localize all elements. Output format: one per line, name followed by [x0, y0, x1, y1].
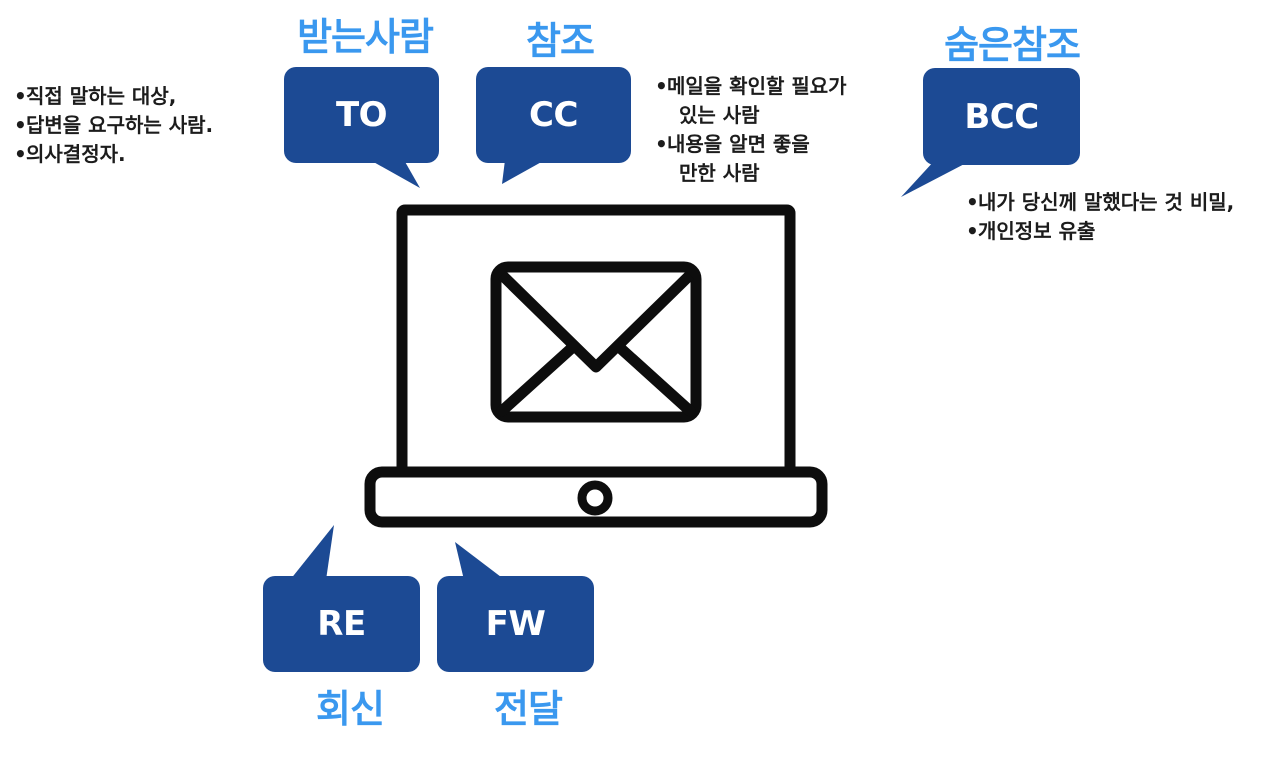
to-note-item: 직접 말하는 대상, [14, 82, 213, 111]
bcc-notes: 내가 당신께 말했다는 것 비밀, 개인정보 유출 [966, 188, 1234, 246]
to-notes: 직접 말하는 대상, 답변을 요구하는 사람. 의사결정자. [14, 82, 213, 169]
laptop-icon [364, 204, 828, 528]
bcc-bubble-label: BCC [964, 96, 1039, 137]
to-note-item: 의사결정자. [14, 140, 213, 169]
to-note-item: 답변을 요구하는 사람. [14, 111, 213, 140]
heading-bcc: 숨은참조 [944, 23, 1081, 67]
heading-fw: 전달 [494, 687, 563, 731]
cc-note-line: 있는 사람 [679, 103, 760, 127]
envelope-icon [490, 261, 702, 423]
cc-notes: 메일을 확인할 필요가 있는 사람 내용을 알면 좋을 만한 사람 [655, 72, 847, 188]
heading-to: 받는사람 [297, 15, 434, 59]
cc-note-line: 만한 사람 [679, 161, 760, 185]
re-bubble: RE [263, 576, 420, 672]
to-bubble: TO [284, 67, 439, 163]
bcc-bubble: BCC [923, 68, 1080, 165]
cc-bubble: CC [476, 67, 631, 163]
cc-note-item: 내용을 알면 좋을 만한 사람 [655, 130, 847, 188]
bcc-note-item: 개인정보 유출 [966, 217, 1234, 246]
cc-bubble-label: CC [529, 95, 578, 135]
fw-bubble: FW [437, 576, 594, 672]
cc-note-item: 메일을 확인할 필요가 있는 사람 [655, 72, 847, 130]
bcc-note-item: 내가 당신께 말했다는 것 비밀, [966, 188, 1234, 217]
heading-re: 회신 [316, 687, 385, 731]
to-bubble-label: TO [335, 95, 388, 135]
cc-note-line: 메일을 확인할 필요가 [667, 74, 847, 98]
heading-cc: 참조 [526, 19, 595, 63]
cc-note-line: 내용을 알면 좋을 [667, 132, 810, 156]
fw-bubble-label: FW [485, 604, 546, 644]
re-bubble-label: RE [317, 604, 366, 644]
